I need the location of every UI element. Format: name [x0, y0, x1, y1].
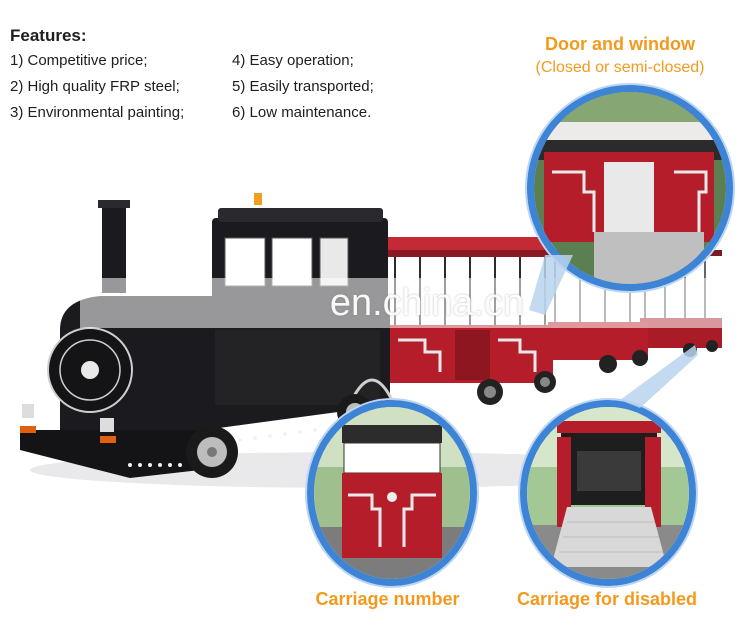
feature-item: 3) Environmental painting; [10, 104, 185, 121]
carriage-disabled-photo [520, 400, 696, 586]
features-list: 1) Competitive price; 4) Easy operation;… [10, 52, 430, 121]
feature-item: 6) Low maintenance. [232, 104, 372, 121]
feature-item: 4) Easy operation; [232, 52, 354, 69]
features-block: Features: 1) Competitive price; 4) Easy … [10, 26, 430, 121]
carriage-front [385, 237, 556, 405]
carriage-arrow-icon [620, 345, 698, 408]
watermark-text: en.china.cn [329, 282, 525, 324]
feature-item: 2) High quality FRP steel; [10, 78, 180, 95]
carriage-number-photo [307, 400, 477, 586]
feature-item: 5) Easily transported; [232, 78, 374, 95]
feature-item: 1) Competitive price; [10, 52, 148, 69]
carriage-disabled-label: Carriage for disabled [516, 589, 698, 609]
features-heading: Features: [10, 26, 87, 45]
door-window-photo [527, 85, 733, 291]
door-window-subtitle: (Closed or semi-closed) [535, 59, 705, 76]
door-arrow-icon [529, 255, 573, 315]
carriage-number-label: Carriage number [315, 589, 460, 609]
door-window-title: Door and window [545, 34, 695, 54]
